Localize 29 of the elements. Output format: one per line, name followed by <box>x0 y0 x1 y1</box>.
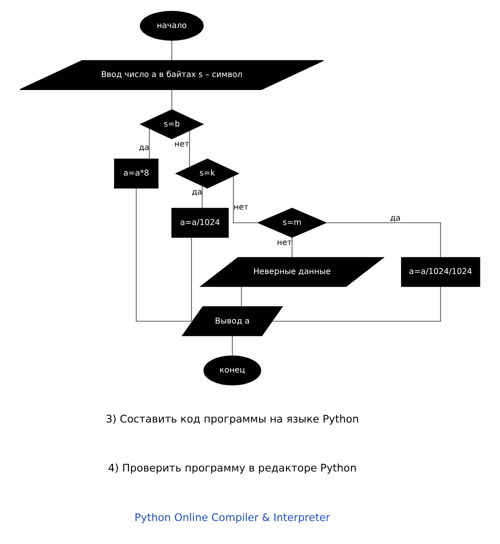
edge-label: нет <box>276 238 292 247</box>
edge-label: да <box>390 213 401 222</box>
node-ellipse: начало <box>140 10 204 41</box>
connector <box>241 286 242 307</box>
node-box: a=a/1024/1024 <box>401 257 480 287</box>
label: 3) Составить код программы на языке Python <box>106 413 359 426</box>
connector <box>232 336 233 356</box>
connector <box>326 222 442 258</box>
connector <box>191 236 192 322</box>
connector <box>202 185 203 208</box>
edge-label: нет <box>174 140 190 149</box>
connector <box>272 286 442 322</box>
label: 4) Проверить программу в редакторе Python <box>108 462 357 475</box>
node-diamond: s=b <box>140 109 204 140</box>
edge-label: нет <box>234 202 249 212</box>
connector <box>189 130 190 168</box>
connector <box>171 89 172 110</box>
node-box: a=a*8 <box>114 158 158 188</box>
node-box: a=a/1024 <box>171 208 229 238</box>
node-diamond: s=m <box>257 208 328 238</box>
connector <box>136 188 193 322</box>
connector <box>148 128 150 160</box>
edge-label: да <box>138 143 150 152</box>
edge-label: да <box>192 187 202 196</box>
connector <box>232 176 258 224</box>
connector <box>171 40 172 61</box>
node-diamond: s=k <box>175 158 240 188</box>
node-ellipse: конец <box>204 356 262 386</box>
label: Python Online Compiler & Interpreter <box>134 512 330 524</box>
